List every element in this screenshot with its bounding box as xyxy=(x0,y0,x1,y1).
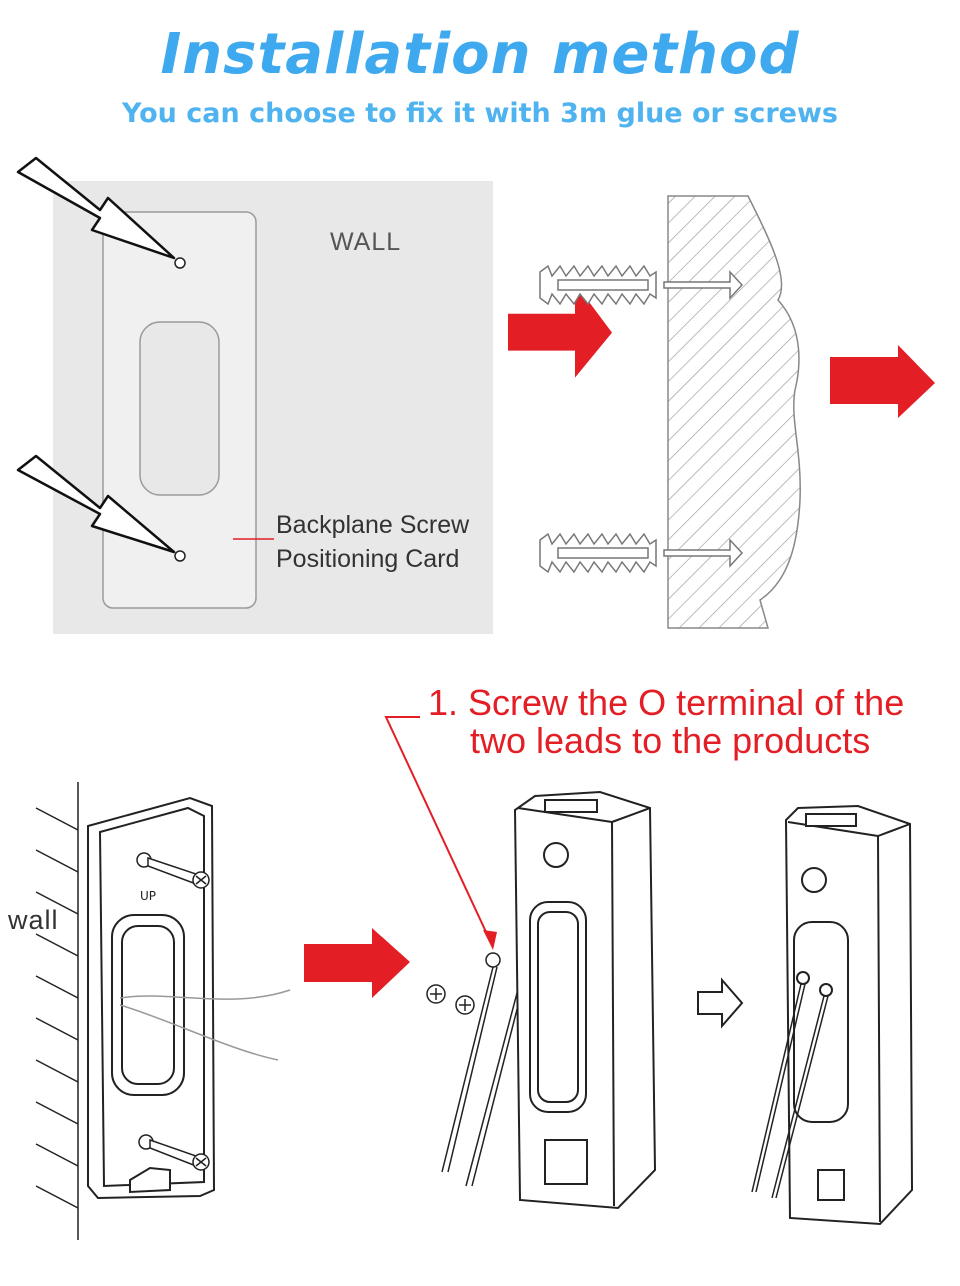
card-label-line2: Positioning Card xyxy=(276,545,460,573)
pointer-arrow-top-icon xyxy=(16,156,176,260)
wall-anchor-bottom-icon xyxy=(539,532,744,574)
wall-side xyxy=(35,782,79,1240)
wall-cross-section xyxy=(667,195,801,629)
bracket-screw-top-icon xyxy=(136,852,210,889)
doorbell-device-connected xyxy=(784,804,914,1226)
callout-arrowhead-icon xyxy=(483,930,497,950)
wall-anchor-top-icon xyxy=(539,264,744,306)
step-line2: two leads to the products xyxy=(470,720,871,761)
outline-arrow-icon xyxy=(697,977,744,1029)
screw-hole-top xyxy=(174,257,186,269)
bracket-screw-bottom-icon xyxy=(138,1134,210,1171)
card-label: Backplane Screw Positioning Card xyxy=(276,508,469,576)
mounting-bracket xyxy=(87,796,216,1200)
card-cutout xyxy=(139,321,220,496)
loose-screws-icon xyxy=(426,984,475,1015)
o-terminal-leads xyxy=(441,952,530,1187)
pointer-arrow-bottom-icon xyxy=(16,454,176,554)
wall-panel xyxy=(53,181,493,634)
wires xyxy=(119,989,291,1061)
page-title: Installation method xyxy=(160,22,800,87)
step-instruction: 1. Screw the O terminal of the two leads… xyxy=(428,684,904,760)
doorbell-device-back xyxy=(513,790,657,1210)
wall-label: WALL xyxy=(330,228,402,256)
red-arrow-1-icon xyxy=(508,283,612,378)
card-label-line1: Backplane Screw xyxy=(276,511,470,539)
up-mark: UP xyxy=(140,889,156,903)
screw-hole-bottom xyxy=(174,550,186,562)
red-arrow-2-icon xyxy=(830,345,935,418)
callout-line xyxy=(384,716,494,948)
red-arrow-3-icon xyxy=(304,928,410,998)
page-subtitle: You can choose to fix it with 3m glue or… xyxy=(122,98,838,129)
step-line1: 1. Screw the O terminal of the xyxy=(428,682,905,723)
wall-side-label: wall xyxy=(8,905,59,935)
connected-leads xyxy=(751,983,829,1199)
